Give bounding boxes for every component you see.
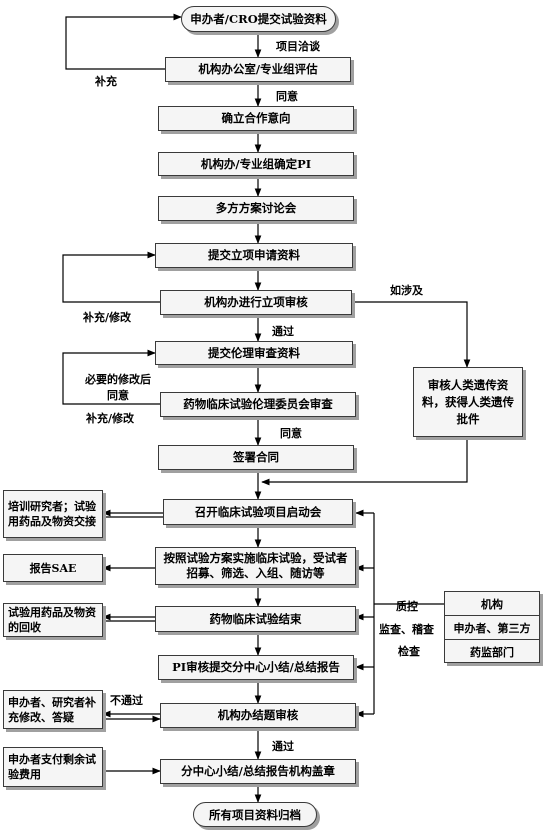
label-supplement: 补充 (95, 75, 117, 88)
sae-box: 报告SAE (3, 554, 103, 582)
archive-node: 所有项目资料归档 (193, 802, 317, 827)
discussion-step: 多方方案讨论会 (158, 196, 354, 221)
kickoff-step: 召开临床试验项目启动会 (163, 499, 353, 525)
oversight-row-regulator: 药监部门 (470, 646, 514, 659)
recovery-box: 试验用药品及物资的回收 (3, 603, 103, 637)
submit-ethics-step: 提交伦理审查资料 (155, 341, 353, 365)
label-check: 检查 (398, 645, 420, 658)
label-supp-mod-2: 补充/修改 (86, 412, 135, 425)
oversight-row-institution: 机构 (445, 592, 539, 616)
oversight-table: 机构 申办者、第三方 药监部门 (444, 591, 540, 663)
start-node: 申办者/CRO提交试验资料 (181, 6, 336, 32)
project-review-step: 机构办进行立项审核 (160, 290, 352, 315)
label-not-pass: 不通过 (110, 694, 143, 707)
pay-box: 申办者支付剩余试验费用 (3, 747, 103, 787)
intent-step: 确立合作意向 (158, 106, 354, 131)
closure-review-step: 机构办结题审核 (160, 703, 356, 728)
label-supp-mod-1: 补充/修改 (83, 311, 132, 324)
label-inspect: 监查、稽查 (379, 623, 434, 636)
revise-box: 申办者、研究者补充修改、答疑 (3, 690, 103, 729)
pi-report-step: PI审核提交分中心小结/总结报告 (158, 655, 354, 680)
label-pass-1: 通过 (272, 325, 294, 338)
label-project-talk: 项目洽谈 (276, 40, 320, 53)
confirm-pi-step: 机构办/专业组确定PI (158, 152, 354, 176)
trial-end-step: 药物临床试验结束 (155, 606, 356, 632)
label-agree-2: 同意 (280, 427, 302, 440)
label-qc: 质控 (396, 600, 418, 613)
summary-seal-step: 分中心小结/总结报告机构盖章 (160, 759, 356, 784)
genetic-review-box: 审核人类遗传资料，获得人类遗传批件 (413, 367, 523, 437)
label-if-involved: 如涉及 (390, 284, 423, 297)
label-pass-2: 通过 (272, 740, 294, 753)
implement-step: 按照试验方案实施临床试验，受试者招募、筛选、入组、随访等 (155, 547, 356, 585)
sign-contract-step: 签署合同 (158, 445, 354, 470)
training-box: 培训研究者；试验用药品及物资交接 (3, 490, 103, 538)
oversight-row-sponsor: 申办者、第三方 (445, 616, 539, 640)
label-agree-1: 同意 (276, 90, 298, 103)
submit-project-step: 提交立项申请资料 (155, 243, 353, 268)
evaluate-step: 机构办公室/专业组评估 (165, 57, 351, 82)
ethics-review-step: 药物临床试验伦理委员会审查 (160, 392, 356, 417)
label-modify-after: 必要的修改后同意 (85, 373, 151, 402)
